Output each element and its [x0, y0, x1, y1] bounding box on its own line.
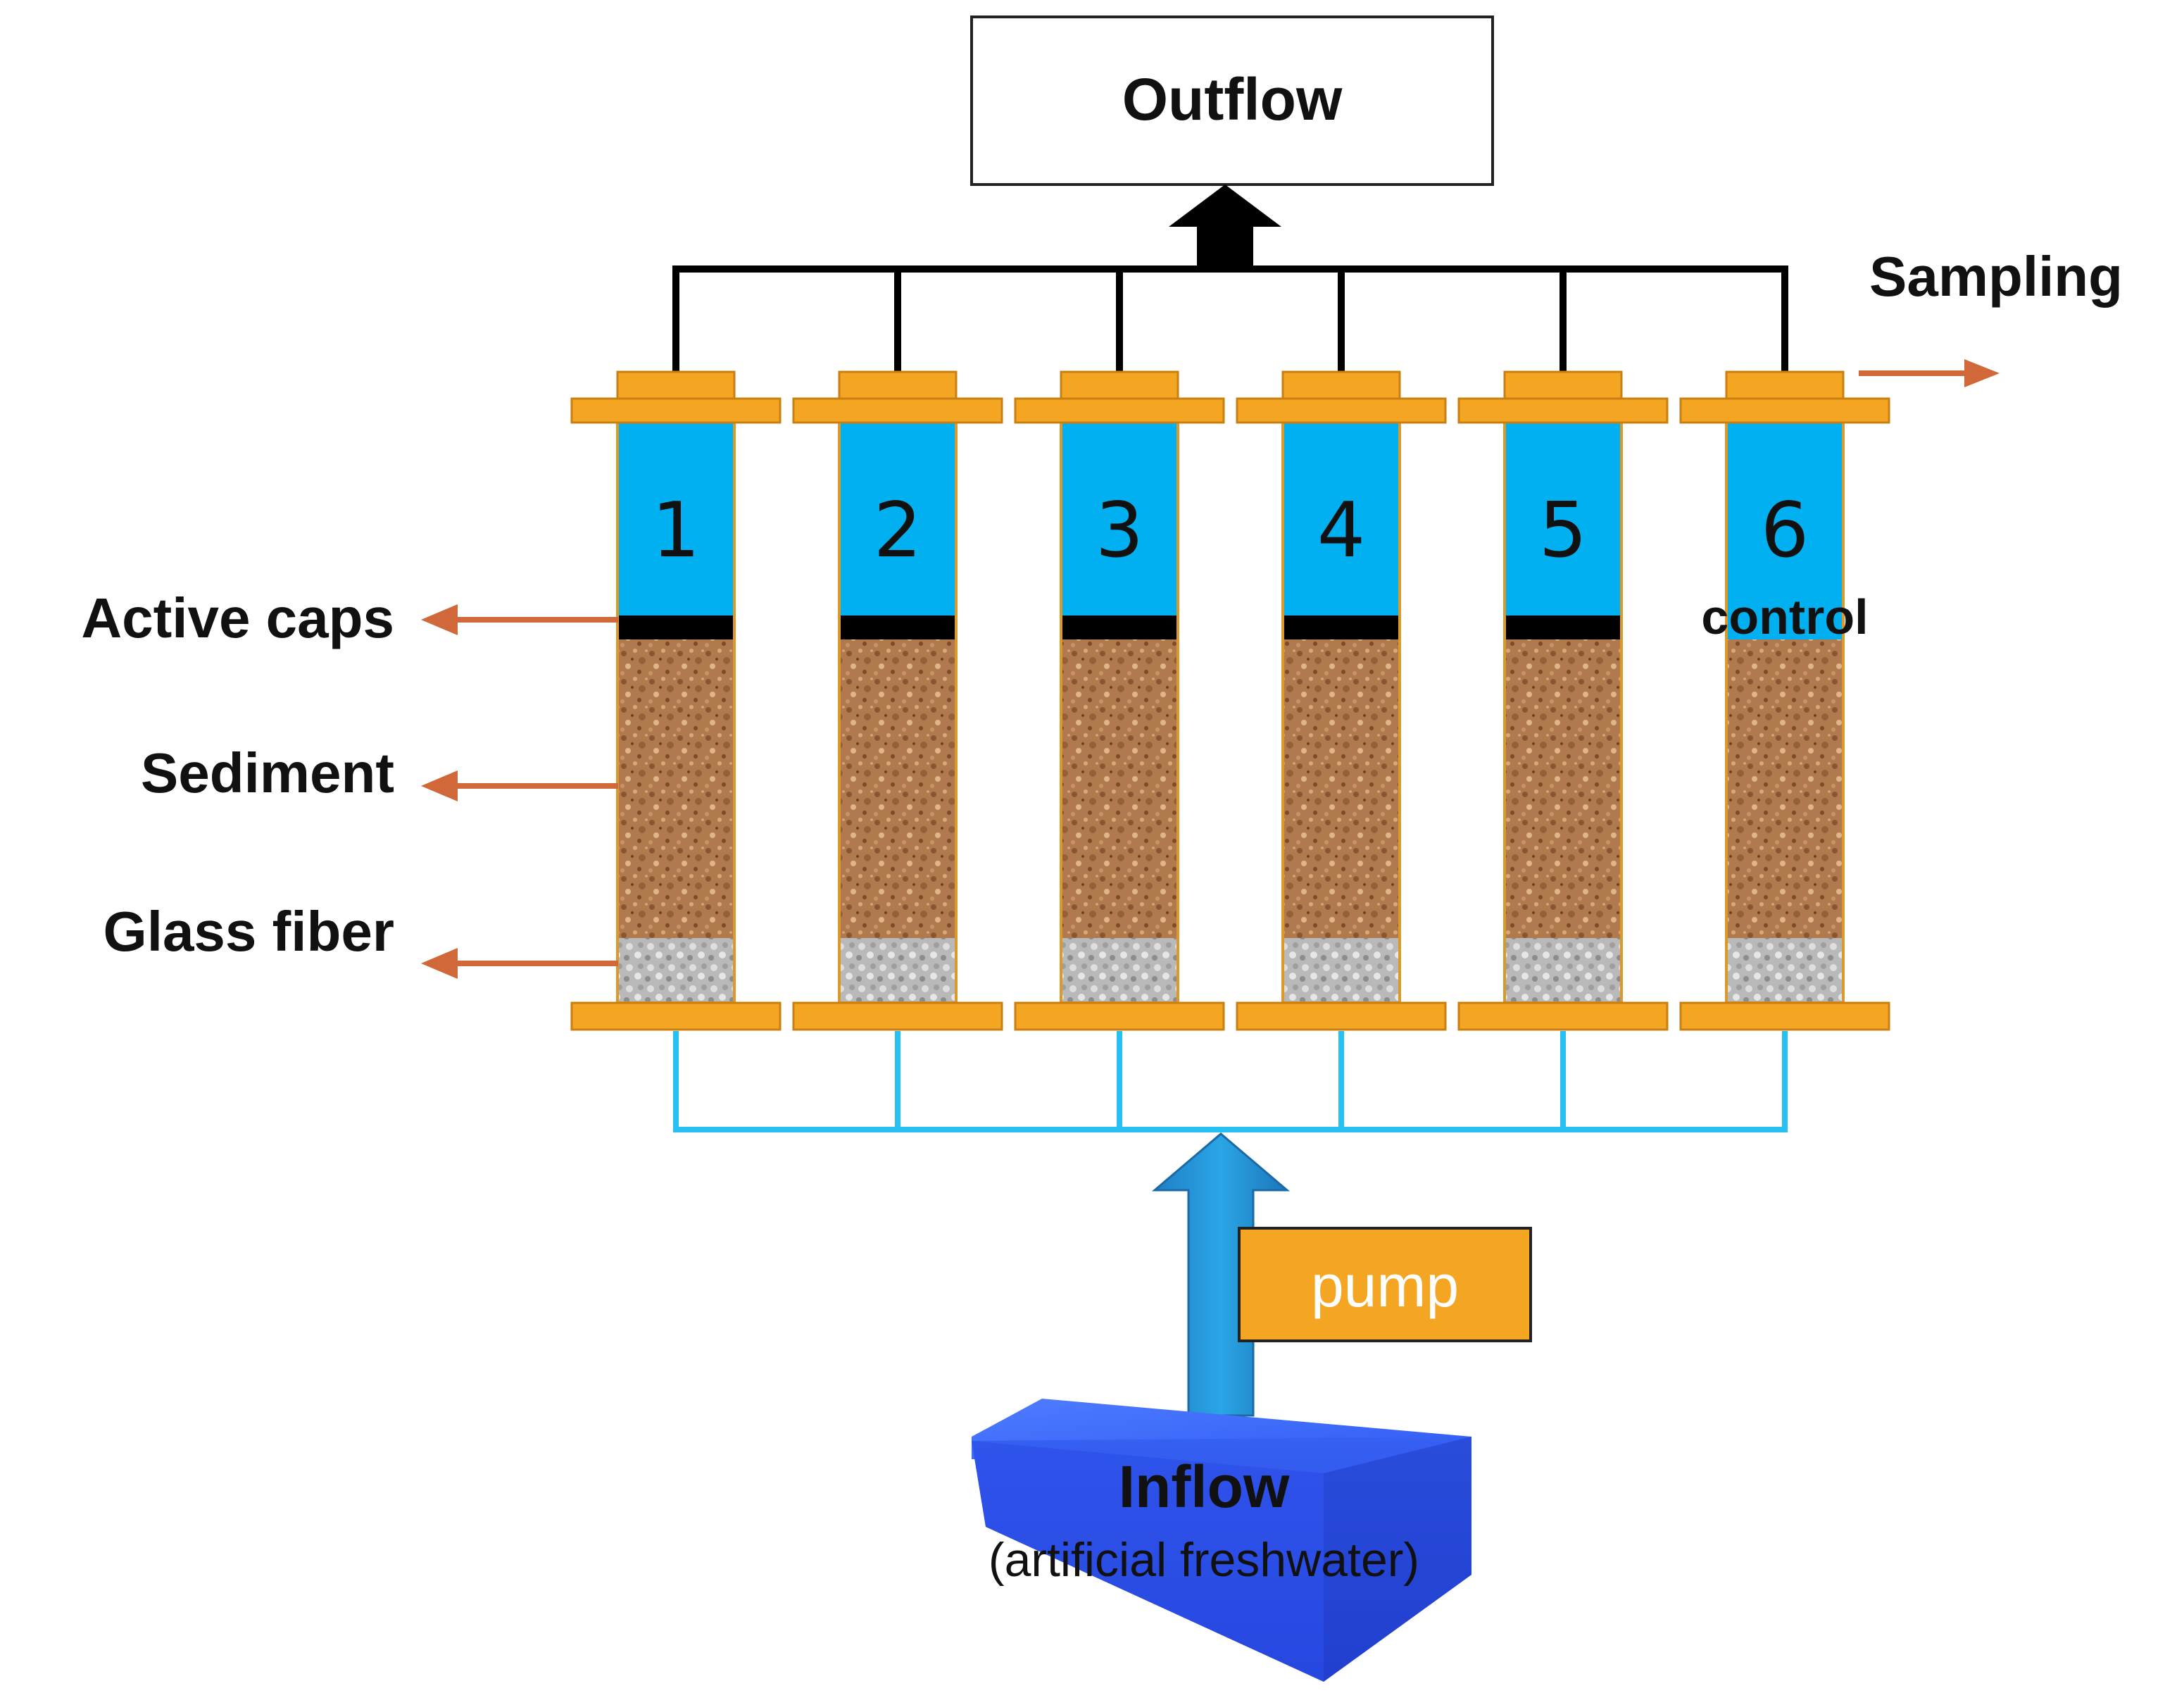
sampling-arrow: [1859, 359, 2000, 387]
glass-fiber-layer: [1726, 938, 1843, 1003]
column-note: control: [1701, 589, 1868, 644]
column-5: 5: [1457, 370, 1669, 1031]
glass-fiber-layer: [1283, 938, 1400, 1003]
inflow-label: Inflow: [1119, 1454, 1290, 1520]
inflow-reservoir: Inflow (artificial freshwater): [972, 1399, 1471, 1682]
active-cap-layer: [617, 616, 734, 639]
column-4: 4: [1236, 370, 1447, 1031]
column-number: 1: [652, 487, 701, 575]
top-knob: [838, 370, 958, 400]
sediment-layer: [839, 639, 956, 938]
glass-fiber-layer: [839, 938, 956, 1003]
outflow-arrow: [1169, 185, 1281, 269]
column-number: 3: [1096, 487, 1144, 575]
top-flange: [570, 397, 782, 424]
bottom-flange: [1679, 1001, 1890, 1031]
active-cap-layer: [839, 616, 956, 639]
column-6: 6 control: [1679, 370, 1890, 1031]
column-number: 6: [1761, 487, 1809, 575]
sediment-layer: [1283, 639, 1400, 938]
top-flange: [1457, 397, 1669, 424]
glass-fiber-layer: [1061, 938, 1178, 1003]
bottom-flange: [1014, 1001, 1225, 1031]
glass-fiber-arrow: [421, 948, 618, 979]
outflow-manifold: [672, 265, 1788, 373]
column-number: 5: [1539, 487, 1588, 575]
bottom-flange: [792, 1001, 1003, 1031]
glass-fiber-layer: [1505, 938, 1621, 1003]
sediment-layer: [617, 639, 734, 938]
water-layer: [1283, 421, 1400, 618]
top-flange: [792, 397, 1003, 424]
sediment-layer: [1061, 639, 1178, 938]
water-layer: [617, 421, 734, 618]
sediment-arrow: [421, 770, 618, 801]
outflow-box: Outflow: [970, 15, 1494, 186]
bottom-flange: [1236, 1001, 1447, 1031]
bottom-flange: [570, 1001, 782, 1031]
sediment-label: Sediment: [141, 742, 394, 804]
pump-label: pump: [1311, 1253, 1459, 1319]
water-layer: [1726, 616, 1843, 639]
column-2: 2: [792, 370, 1003, 1031]
inflow-arrow: [1151, 1132, 1291, 1417]
glass-fiber-label: Glass fiber: [103, 900, 394, 963]
top-knob: [1725, 370, 1845, 400]
top-knob: [1281, 370, 1401, 400]
column-3: 3: [1014, 370, 1225, 1031]
water-layer: [839, 421, 956, 618]
sediment-layer: [1726, 639, 1843, 938]
top-flange: [1679, 397, 1890, 424]
column-number: 2: [874, 487, 922, 575]
top-flange: [1236, 397, 1447, 424]
outflow-label: Outflow: [1122, 66, 1343, 132]
top-knob: [1503, 370, 1623, 400]
active-cap-layer: [1283, 616, 1400, 639]
active-caps-arrow: [421, 604, 618, 635]
active-cap-layer: [1505, 616, 1621, 639]
active-cap-layer: [1061, 616, 1178, 639]
pump-box: pump: [1238, 1227, 1532, 1342]
columns-group: 1 2 3 4 5 6 control: [570, 370, 1890, 1031]
column-1: 1: [570, 370, 782, 1031]
water-layer: [1061, 421, 1178, 618]
bottom-flange: [1457, 1001, 1669, 1031]
glass-fiber-layer: [617, 938, 734, 1003]
sediment-layer: [1505, 639, 1621, 938]
water-layer: [1505, 421, 1621, 618]
active-caps-label: Active caps: [81, 587, 394, 649]
water-layer: [1726, 421, 1843, 618]
sampling-label: Sampling: [1869, 245, 2123, 308]
top-knob: [616, 370, 736, 400]
inflow-manifold: [673, 1031, 1788, 1132]
column-number: 4: [1317, 487, 1366, 575]
inflow-sublabel: (artificial freshwater): [989, 1533, 1419, 1587]
top-flange: [1014, 397, 1225, 424]
top-knob: [1060, 370, 1179, 400]
